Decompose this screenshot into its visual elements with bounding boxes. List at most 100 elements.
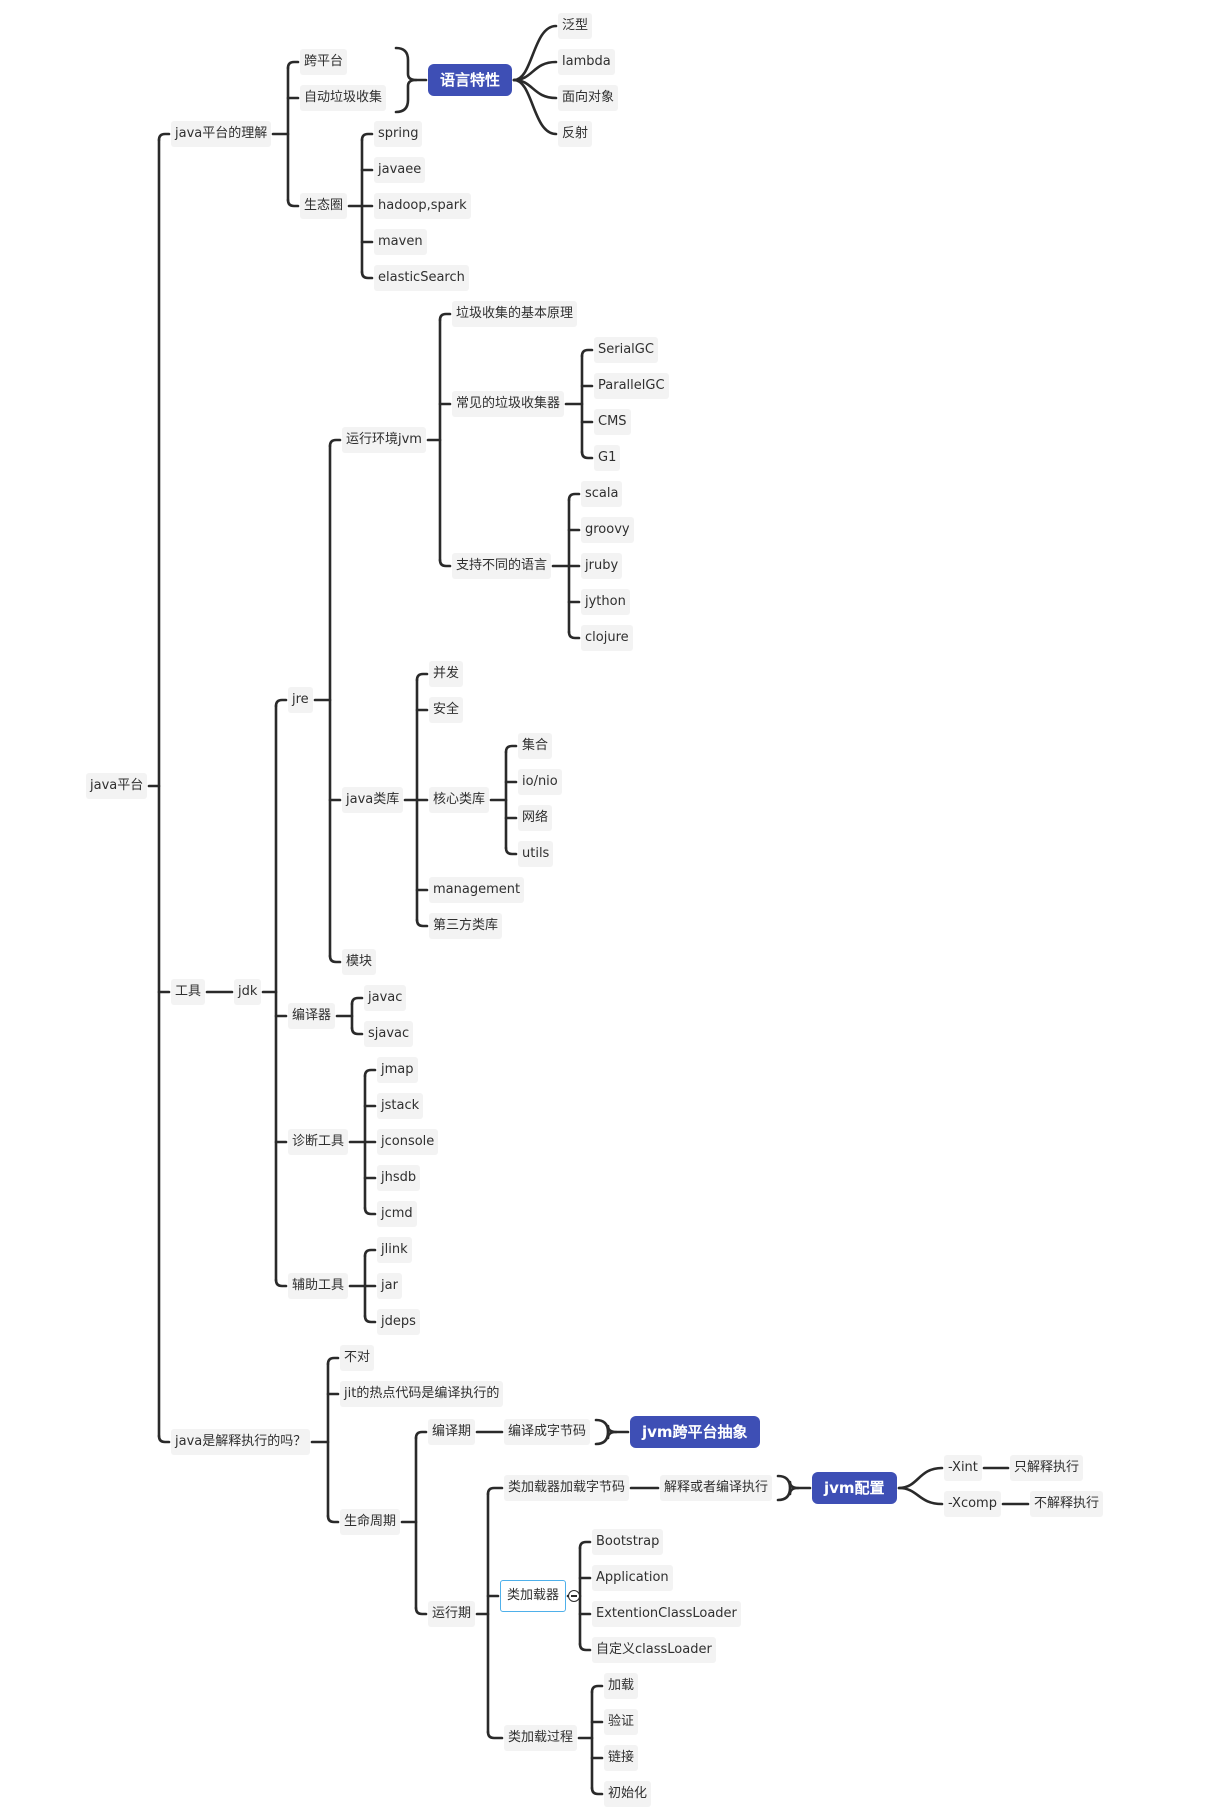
connector-g1: [580, 450, 594, 460]
connector-javac: [350, 996, 364, 1006]
node-spring[interactable]: spring: [374, 121, 423, 147]
node-es[interactable]: elasticSearch: [374, 265, 469, 291]
node-compiler[interactable]: 编译器: [288, 1003, 336, 1029]
connector-serialgc: [580, 348, 594, 358]
node-jdk[interactable]: jdk: [234, 979, 262, 1005]
node-jvm[interactable]: 运行环境jvm: [342, 427, 426, 453]
node-root[interactable]: java平台: [86, 773, 148, 799]
node-management[interactable]: management: [429, 877, 525, 903]
node-xint[interactable]: -Xint: [944, 1455, 982, 1481]
node-maven[interactable]: maven: [374, 229, 427, 255]
node-jstack[interactable]: jstack: [377, 1093, 424, 1119]
node-compiletime[interactable]: 编译期: [428, 1419, 476, 1445]
node-javaee[interactable]: javaee: [374, 157, 426, 183]
node-serialgc[interactable]: SerialGC: [594, 337, 658, 363]
node-jmap[interactable]: jmap: [377, 1057, 418, 1083]
node-nio[interactable]: io/nio: [518, 769, 562, 795]
node-gccollectors[interactable]: 常见的垃圾收集器: [452, 391, 565, 417]
node-diag[interactable]: 诊断工具: [288, 1129, 349, 1155]
connector-xcomp: [897, 1486, 944, 1506]
node-autogc[interactable]: 自动垃圾收集: [300, 85, 387, 111]
node-lambda[interactable]: lambda: [558, 49, 615, 75]
node-oop[interactable]: 面向对象: [558, 85, 619, 111]
node-load[interactable]: 加载: [604, 1673, 639, 1699]
node-groovy[interactable]: groovy: [581, 517, 634, 543]
node-network[interactable]: 网络: [518, 805, 553, 831]
node-bootstrap[interactable]: Bootstrap: [592, 1529, 664, 1555]
node-jit[interactable]: jit的热点代码是编译执行的: [340, 1381, 504, 1407]
connector-lifecycle: [326, 1514, 340, 1524]
node-jython[interactable]: jython: [581, 589, 630, 615]
connector-interp: [157, 1434, 171, 1444]
node-tobytecode[interactable]: 编译成字节码: [504, 1419, 591, 1445]
node-runtime[interactable]: 运行期: [428, 1601, 476, 1627]
node-jdeps[interactable]: jdeps: [377, 1309, 420, 1335]
node-reflect[interactable]: 反射: [558, 121, 593, 147]
connector-scala: [567, 492, 581, 502]
node-jvmabs[interactable]: jvm跨平台抽象: [630, 1416, 760, 1448]
node-interponly[interactable]: 只解释执行: [1010, 1455, 1084, 1481]
node-classloader[interactable]: 类加载器: [500, 1580, 567, 1612]
node-langfeat[interactable]: 语言特性: [428, 64, 513, 96]
node-jhsdb[interactable]: jhsdb: [377, 1165, 421, 1191]
connector-compiletime: [414, 1430, 428, 1440]
node-application[interactable]: Application: [592, 1565, 673, 1591]
node-interpcomp[interactable]: 解释或者编译执行: [660, 1475, 773, 1501]
node-scala[interactable]: scala: [581, 481, 623, 507]
node-clojure[interactable]: clojure: [581, 625, 633, 651]
node-loadbytecode[interactable]: 类加载器加载字节码: [504, 1475, 630, 1501]
node-xcomp[interactable]: -Xcomp: [944, 1491, 1001, 1517]
node-verify[interactable]: 验证: [604, 1709, 639, 1735]
node-extcl[interactable]: ExtentionClassLoader: [592, 1601, 741, 1627]
node-no[interactable]: 不对: [340, 1345, 375, 1371]
node-jar[interactable]: jar: [377, 1273, 402, 1299]
connector-spring: [360, 132, 374, 142]
node-sjavac[interactable]: sjavac: [364, 1021, 414, 1047]
node-hadoop[interactable]: hadoop,spark: [374, 193, 471, 219]
node-javalib[interactable]: java类库: [342, 787, 404, 813]
node-generic[interactable]: 泛型: [558, 13, 593, 39]
node-corelib[interactable]: 核心类库: [429, 787, 490, 813]
node-javac[interactable]: javac: [364, 985, 407, 1011]
connector-langs: [438, 558, 452, 568]
node-concurrent[interactable]: 并发: [429, 661, 464, 687]
node-eco[interactable]: 生态圈: [300, 193, 348, 219]
connector-utils: [504, 846, 518, 856]
node-jruby[interactable]: jruby: [581, 553, 623, 579]
node-gcprinciple[interactable]: 垃圾收集的基本原理: [452, 301, 578, 327]
node-loadproc[interactable]: 类加载过程: [504, 1725, 578, 1751]
node-cross[interactable]: 跨平台: [300, 49, 348, 75]
node-interp[interactable]: java是解释执行的吗？: [171, 1429, 311, 1455]
node-understand[interactable]: java平台的理解: [171, 121, 272, 147]
node-jvmcfg[interactable]: jvm配置: [812, 1472, 897, 1504]
node-jcmd[interactable]: jcmd: [377, 1201, 417, 1227]
node-utils[interactable]: utils: [518, 841, 554, 867]
node-security[interactable]: 安全: [429, 697, 464, 723]
node-jconsole[interactable]: jconsole: [377, 1129, 439, 1155]
node-link[interactable]: 链接: [604, 1745, 639, 1771]
node-g1[interactable]: G1: [594, 445, 621, 471]
node-parallelgc[interactable]: ParallelGC: [594, 373, 669, 399]
node-customcl[interactable]: 自定义classLoader: [592, 1637, 716, 1663]
node-langs[interactable]: 支持不同的语言: [452, 553, 552, 579]
collapse-toggle-icon[interactable]: [568, 1590, 580, 1602]
node-init[interactable]: 初始化: [604, 1781, 652, 1807]
node-jre[interactable]: jre: [288, 687, 313, 713]
connector-collections: [504, 744, 518, 754]
node-module[interactable]: 模块: [342, 949, 377, 975]
node-collections[interactable]: 集合: [518, 733, 553, 759]
connector-bootstrap: [578, 1540, 592, 1550]
node-cms[interactable]: CMS: [594, 409, 631, 435]
connector-load: [590, 1684, 604, 1694]
node-jlink[interactable]: jlink: [377, 1237, 412, 1263]
connector-no: [326, 1356, 340, 1366]
node-thirdparty[interactable]: 第三方类库: [429, 913, 503, 939]
connector-es: [360, 270, 374, 280]
node-tools[interactable]: 工具: [171, 979, 206, 1005]
connector-eco: [286, 198, 300, 208]
node-aux[interactable]: 辅助工具: [288, 1273, 349, 1299]
node-nointerp[interactable]: 不解释执行: [1030, 1491, 1104, 1517]
node-lifecycle[interactable]: 生命周期: [340, 1509, 401, 1535]
